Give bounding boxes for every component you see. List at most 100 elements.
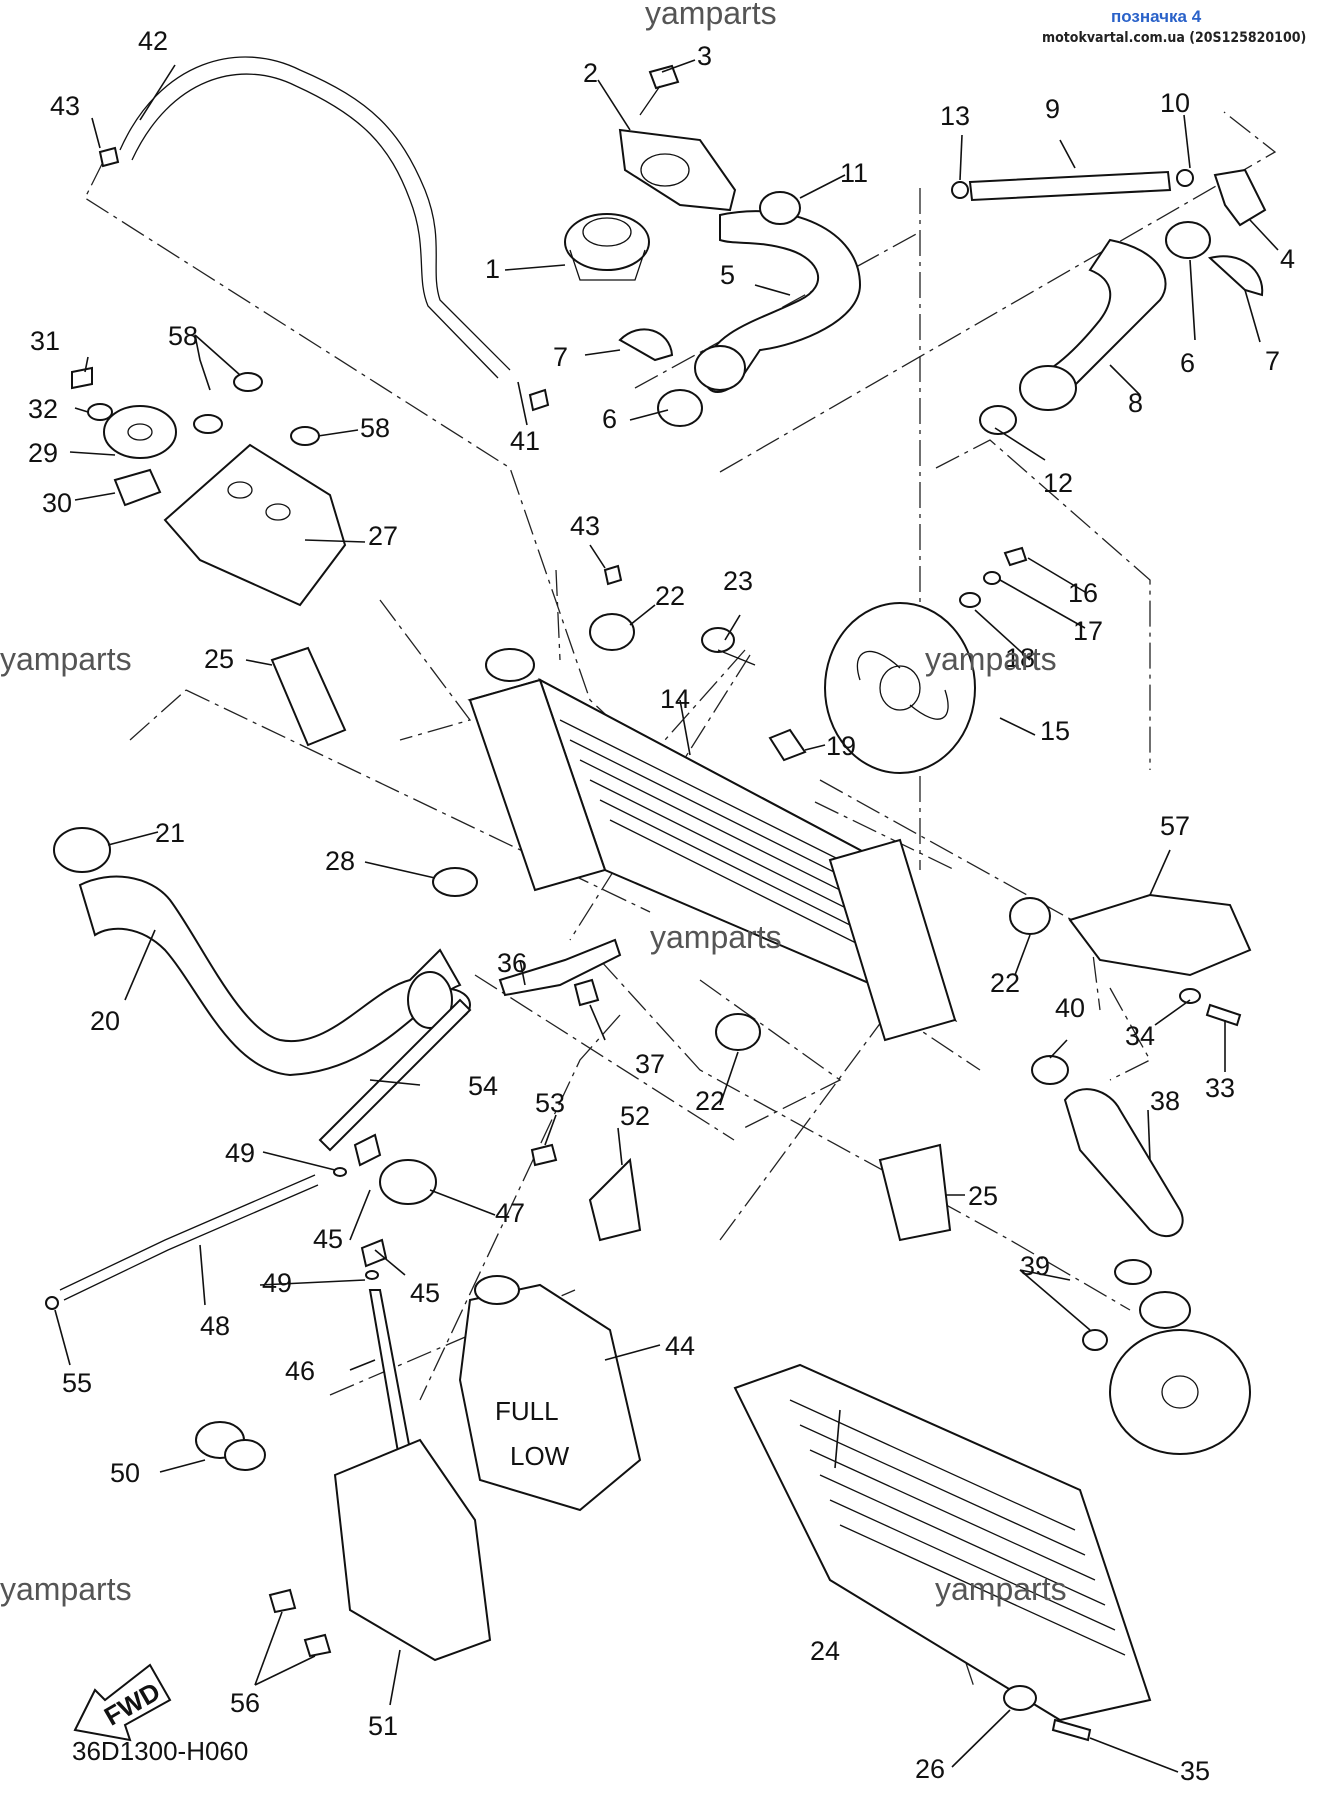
collar-and-bolt [1003,1685,1092,1742]
label-49b: 49 [262,1268,292,1298]
label-16: 16 [1068,578,1098,608]
label-43a: 43 [50,91,80,121]
bracket-36 [498,938,622,1007]
fwd-arrow: FWD [73,1663,172,1742]
rivets-58 [193,372,320,446]
tubes [45,1133,412,1454]
label-18: 18 [1005,643,1035,673]
bolt-3 [639,64,680,116]
label-57: 57 [1160,811,1190,841]
label-47: 47 [495,1198,525,1228]
hose-20 [78,875,462,1077]
block-25 [270,646,952,1242]
diagram-code: 36D1300-H060 [72,1736,248,1766]
clips-43 [98,146,623,586]
label-46: 46 [285,1356,315,1386]
label-15: 15 [1040,716,1070,746]
label-26: 26 [915,1754,945,1784]
label-51: 51 [368,1711,398,1741]
hose-42 [119,56,511,379]
label-31: 31 [30,326,60,356]
label-49a: 49 [225,1138,255,1168]
label-58b: 58 [360,413,390,443]
bracket-27 [163,443,347,607]
small-fasteners [589,546,1051,1051]
label-25b: 25 [968,1181,998,1211]
label-25a: 25 [204,644,234,674]
label-17: 17 [1073,616,1103,646]
label-4: 4 [1280,244,1295,274]
reservoir-low-mark: LOW [510,1441,570,1471]
label-20: 20 [90,1006,120,1036]
label-45a: 45 [313,1224,343,1254]
label-9: 9 [1045,94,1060,124]
label-14: 14 [660,684,690,714]
label-40: 40 [1055,993,1085,1023]
watermark-top: yamparts [645,0,777,31]
watermark-right: yamparts [925,641,1057,677]
watermark-left: yamparts [0,641,132,677]
label-22c: 22 [695,1086,725,1116]
thermostat-cover [618,128,737,212]
label-22a: 22 [655,581,685,611]
label-39: 39 [1020,1251,1050,1281]
label-28: 28 [325,846,355,876]
label-42: 42 [138,26,168,56]
reservoir-hardware [318,998,642,1242]
label-53: 53 [535,1088,565,1118]
label-11: 11 [840,158,868,188]
label-5: 5 [720,260,735,290]
leader-lines [54,59,1279,1773]
label-7b: 7 [1265,346,1280,376]
label-52: 52 [620,1101,650,1131]
label-38: 38 [1150,1086,1180,1116]
label-21: 21 [155,818,185,848]
hose-8 [1019,238,1167,411]
fan-15 [824,602,976,774]
reservoir-cover [333,1438,492,1662]
clamp-28 [432,867,478,897]
label-30: 30 [42,488,72,518]
label-2: 2 [583,58,598,88]
label-24: 24 [810,1636,840,1666]
label-6b: 6 [1180,348,1195,378]
label-56: 56 [230,1688,260,1718]
label-50: 50 [110,1458,140,1488]
label-41: 41 [510,426,540,456]
label-23: 23 [723,566,753,596]
label-48: 48 [200,1311,230,1341]
label-3: 3 [697,41,712,71]
label-32: 32 [28,394,58,424]
label-37: 37 [635,1049,665,1079]
label-7a: 7 [553,342,568,372]
watermark-center: yamparts [650,919,782,955]
label-27: 27 [368,521,398,551]
header-tag: позначка 4 [1111,7,1202,26]
label-6a: 6 [602,404,617,434]
pipe-9 [951,168,1267,227]
label-35: 35 [1180,1756,1210,1786]
label-43b: 43 [570,511,600,541]
hose-5 [694,210,862,393]
label-54: 54 [468,1071,498,1101]
label-58a: 58 [168,321,198,351]
watermark-bottom-right: yamparts [935,1571,1067,1607]
bracket-57 [1068,893,1252,1027]
label-29: 29 [28,438,58,468]
label-12: 12 [1043,468,1073,498]
watermark-bottom-left: yamparts [0,1571,132,1607]
label-45b: 45 [410,1278,440,1308]
label-13: 13 [940,101,970,131]
label-22b: 22 [990,968,1020,998]
grille-24 [733,1363,1152,1722]
label-36: 36 [497,948,527,978]
label-33: 33 [1205,1073,1235,1103]
clamp-50 [195,1421,266,1471]
reservoir-full-mark: FULL [495,1396,559,1426]
reservoir-tank: FULL LOW [458,1275,642,1512]
bolts-56 [268,1588,332,1658]
label-34: 34 [1125,1021,1155,1051]
header-site: motokvartal.com.ua (20S125820100) [1042,30,1306,46]
label-10: 10 [1160,88,1190,118]
label-44: 44 [665,1331,695,1361]
